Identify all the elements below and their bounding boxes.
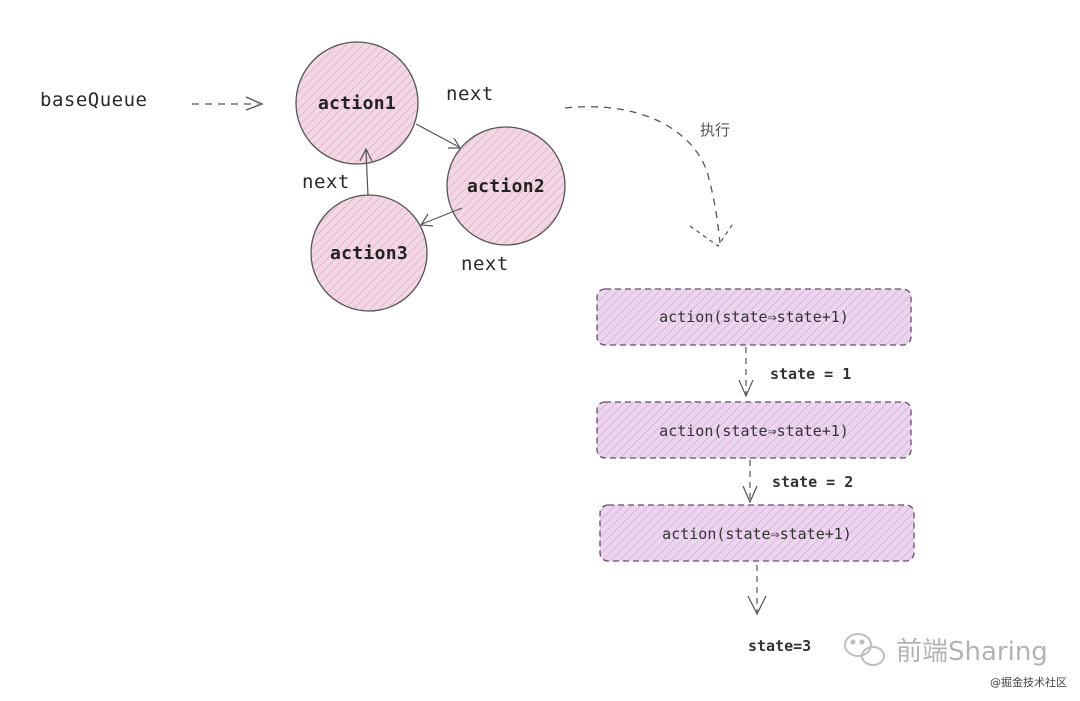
node-action1-label: action1 xyxy=(318,93,396,114)
next-arrow-2-to-3 xyxy=(419,207,463,227)
base-queue-label: baseQueue xyxy=(40,89,147,111)
next-label-1: next xyxy=(446,83,494,105)
execute-arrow xyxy=(564,106,735,247)
next-label-3: next xyxy=(461,253,509,275)
wechat-icon xyxy=(844,633,885,666)
base-queue-arrow xyxy=(192,96,264,111)
execute-label: 执行 xyxy=(700,121,730,139)
step-box-2-label: action(state⇒state+1) xyxy=(659,422,849,440)
step-box-1: action(state⇒state+1) xyxy=(596,288,912,346)
node-action3-label: action3 xyxy=(330,243,408,264)
watermark-community: @掘金技术社区 xyxy=(990,675,1067,689)
step-box-2: action(state⇒state+1) xyxy=(596,401,912,459)
final-state-label: state=3 xyxy=(748,637,811,655)
node-action1: action1 xyxy=(295,41,419,165)
node-action2: action2 xyxy=(446,126,566,246)
state-label-2: state = 2 xyxy=(772,473,853,491)
node-action2-label: action2 xyxy=(467,176,545,197)
next-arrow-3-to-1 xyxy=(359,147,373,197)
next-arrow-1-to-2 xyxy=(415,123,462,149)
watermark-brand: 前端Sharing xyxy=(896,637,1048,667)
step-box-1-label: action(state⇒state+1) xyxy=(659,308,849,326)
step-box-3: action(state⇒state+1) xyxy=(599,504,915,562)
next-label-2: next xyxy=(302,171,350,193)
down-arrow-1 xyxy=(738,347,754,398)
down-arrow-2 xyxy=(742,460,758,504)
node-action3: action3 xyxy=(310,194,428,312)
step-box-3-label: action(state⇒state+1) xyxy=(662,525,852,543)
down-arrow-3 xyxy=(747,565,767,616)
state-label-1: state = 1 xyxy=(770,365,851,383)
